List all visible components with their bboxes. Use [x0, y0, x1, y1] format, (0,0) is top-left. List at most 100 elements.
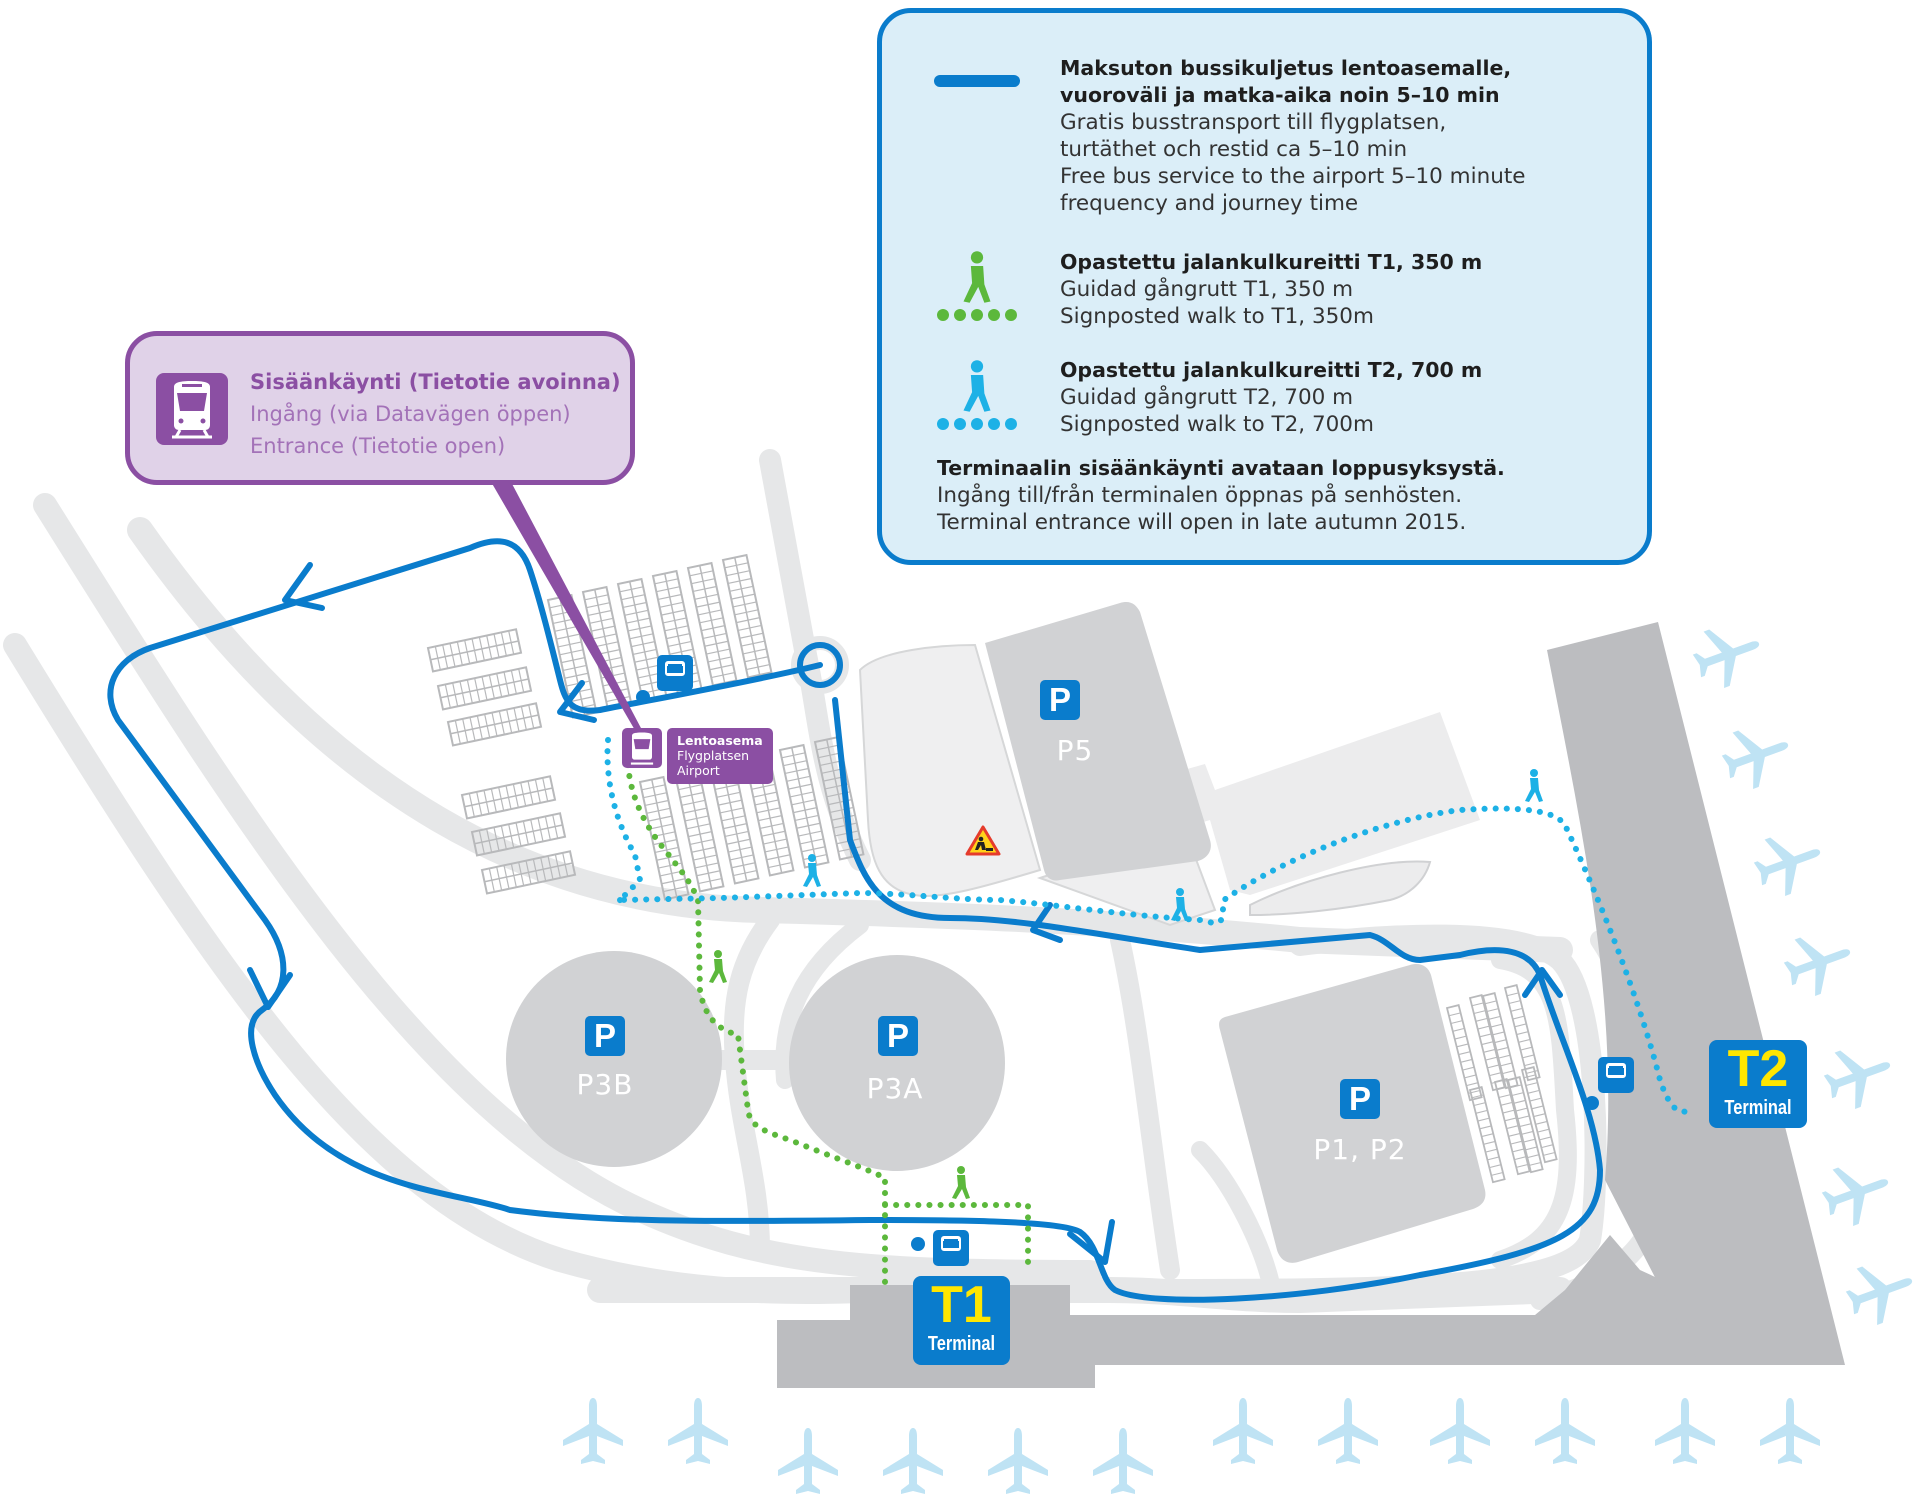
road-outer-west — [33, 493, 1102, 1284]
bus-stop-icon[interactable] — [657, 655, 693, 691]
walker-icon — [963, 360, 991, 412]
walker-icon — [1171, 888, 1189, 921]
callout-en: Entrance (Tietotie open) — [250, 434, 506, 458]
bus-stop-marker — [1585, 1096, 1599, 1110]
road-east-loop-inner — [1491, 951, 1577, 1269]
parking-area-p5 — [985, 602, 1211, 881]
parking-sign-p3a: P — [878, 1016, 918, 1056]
construction-warning-icon — [965, 825, 1001, 856]
construction-zone — [858, 643, 1042, 897]
legend-bus-sv-2: turtäthet och restid ca 5–10 min — [1060, 137, 1408, 162]
legend-walk-t2-en: Signposted walk to T2, 700m — [1060, 412, 1374, 437]
airplane-icon — [1747, 823, 1831, 903]
bus-route — [107, 538, 1603, 1303]
legend-walk-t1: Opastettu jalankulkureitti T1, 350 m Gui… — [1060, 249, 1482, 330]
parking-name-p3a: P3A — [866, 1072, 924, 1105]
road-p3-connector-a — [723, 910, 780, 1260]
airplane-icon — [1817, 1036, 1901, 1116]
airplane-icon — [1318, 1398, 1378, 1464]
parking-name-p1-p2: P1, P2 — [1313, 1133, 1407, 1166]
route-arrow-west — [282, 562, 325, 611]
terminal-1-sign[interactable]: T1 Terminal — [913, 1276, 1010, 1365]
legend-panel: Maksuton bussikuljetus lentoasemalle, vu… — [877, 8, 1652, 565]
callout-fi: Sisäänkäynti (Tietotie avoinna) — [250, 370, 621, 394]
airplane-icon — [1777, 923, 1861, 1003]
station-sv: Flygplatsen — [677, 748, 750, 763]
legend-terminal-note: Terminaalin sisäänkäynti avataan loppusy… — [937, 455, 1505, 536]
bus-route-line-icon — [934, 75, 1020, 87]
station-en: Airport — [677, 763, 720, 778]
road-east-vertical-2 — [1191, 1141, 1279, 1289]
terminal-2-word: Terminal — [1724, 1097, 1792, 1119]
airplane-icon — [1655, 1398, 1715, 1464]
walk-route-t1 — [625, 762, 1031, 1288]
airport-station-label[interactable]: Lentoasema Flygplatsen Airport — [667, 728, 773, 784]
airplane-icon — [988, 1428, 1048, 1494]
legend-bus-title-2: vuoroväli ja matka-aika noin 5–10 min — [1060, 83, 1500, 107]
legend-bus-title-1: Maksuton bussikuljetus lentoasemalle, — [1060, 56, 1512, 80]
walker-icon — [803, 854, 821, 887]
train-icon — [156, 373, 228, 445]
terminal-2-sign[interactable]: T2 Terminal — [1709, 1040, 1807, 1128]
airplane-icon — [1093, 1428, 1153, 1494]
walker-icon — [952, 1166, 970, 1199]
walker-icon — [963, 251, 991, 303]
note-en: Terminal entrance will open in late autu… — [937, 510, 1467, 535]
parking-name-p5: P5 — [1056, 734, 1094, 767]
terminal-2-building — [1547, 622, 1845, 1365]
airplane-icon — [1815, 1153, 1899, 1233]
bus-stop-marker — [636, 690, 650, 704]
walker-icon — [1525, 769, 1543, 802]
legend-walk-t2-sv: Guidad gångrutt T2, 700 m — [1060, 385, 1354, 410]
walk-route-t2 — [604, 737, 1693, 1115]
airplane-icon — [1839, 1252, 1920, 1332]
station-fi: Lentoasema — [677, 733, 763, 748]
terminal-1-code: T1 — [931, 1276, 992, 1334]
airplane-icon — [778, 1428, 838, 1494]
bus-stop-icon[interactable] — [933, 1230, 969, 1266]
small-building — [1249, 860, 1432, 917]
callout-sv: Ingång (via Datavägen öppen) — [250, 402, 571, 426]
admin-building-area — [1173, 712, 1480, 895]
legend-walk-t2: Opastettu jalankulkureitti T2, 700 m Gui… — [1060, 357, 1482, 438]
legend-walk-t2-title: Opastettu jalankulkureitti T2, 700 m — [1060, 358, 1483, 382]
legend-walk-t1-sv: Guidad gångrutt T1, 350 m — [1060, 277, 1354, 302]
entrance-callout: Sisäänkäynti (Tietotie avoinna) Ingång (… — [125, 331, 635, 485]
note-sv: Ingång till/från terminalen öppnas på se… — [937, 483, 1463, 508]
terminal-2-code: T2 — [1727, 1040, 1789, 1098]
legend-walk-t1-en: Signposted walk to T1, 350m — [1060, 304, 1374, 329]
terminal-1-building — [777, 1235, 1845, 1388]
airplane-icon — [1430, 1398, 1490, 1464]
route-arrow-parking — [557, 680, 597, 723]
road-t1-front — [587, 1277, 1573, 1313]
walk-t1-dots — [937, 309, 1017, 321]
road-main-east-west — [127, 517, 1573, 963]
route-arrow-west-mid — [1030, 902, 1063, 943]
legend-bus-en-1: Free bus service to the airport 5–10 min… — [1060, 164, 1526, 189]
airplane-icon — [668, 1398, 728, 1464]
bus-stop-marker — [911, 1237, 925, 1251]
terminal-1-word: Terminal — [927, 1333, 996, 1355]
airplane-icon — [563, 1398, 623, 1464]
callout-pointer — [490, 480, 642, 732]
airplane-icon — [1213, 1398, 1273, 1464]
train-icon[interactable] — [622, 728, 662, 768]
legend-bus: Maksuton bussikuljetus lentoasemalle, vu… — [1060, 55, 1526, 217]
callout-text: Sisäänkäynti (Tietotie avoinna) Ingång (… — [250, 366, 621, 462]
airplane-icon — [1760, 1398, 1820, 1464]
parking-area-p3a — [789, 955, 1005, 1171]
airplane-icon — [883, 1428, 943, 1494]
road-east-vertical — [1110, 930, 1180, 1280]
legend-bus-sv-1: Gratis busstransport till flygplatsen, — [1060, 110, 1447, 135]
bus-stop-icon[interactable] — [1598, 1057, 1634, 1093]
note-fi: Terminaalin sisäänkäynti avataan loppusy… — [937, 456, 1505, 480]
walk-t2-dots — [937, 418, 1017, 430]
airplane-icon — [1715, 716, 1799, 796]
airplane-icon — [1686, 615, 1770, 695]
parking-sign-p1-p2: P — [1340, 1079, 1380, 1119]
airplane-icon — [1535, 1398, 1595, 1464]
parking-name-p3b: P3B — [576, 1068, 634, 1101]
parking-area-p3b — [506, 951, 722, 1167]
walker-icon — [709, 950, 727, 983]
